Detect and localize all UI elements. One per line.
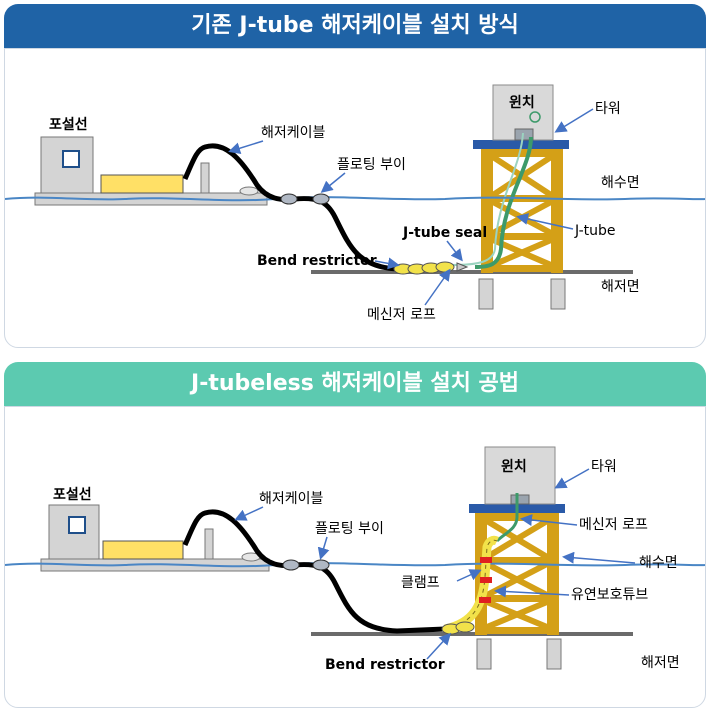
- label-messenger-rope: 메신저 로프: [579, 517, 648, 533]
- label-cable: 해저케이블: [261, 125, 326, 141]
- top-diagram: 포설선 해저케이블 플로팅 부이 윈치 타워 해수면 J-tube seal J…: [5, 84, 705, 323]
- label-buoy: 플로팅 부이: [315, 521, 384, 537]
- floating-buoy-1: [280, 193, 298, 205]
- top-frame: 포설선 해저케이블 플로팅 부이 윈치 타워 해수면 J-tube seal J…: [4, 48, 706, 348]
- bottom-diagram: 포설선 해저케이블 플로팅 부이 윈치 타워 메신저 로프 해수면 클램프 유연…: [5, 446, 705, 673]
- bottom-frame: 포설선 해저케이블 플로팅 부이 윈치 타워 메신저 로프 해수면 클램프 유연…: [4, 406, 706, 708]
- label-vessel: 포설선: [53, 487, 92, 503]
- sea-surface-line: [5, 562, 705, 568]
- label-seabed: 해저면: [601, 279, 640, 295]
- messenger-rope-line: [495, 493, 519, 543]
- label-jtube-seal: J-tube seal: [402, 225, 487, 241]
- label-messenger-rope: 메신저 로프: [367, 307, 436, 323]
- j-tube-seal: [456, 262, 469, 272]
- top-title: 기존 J-tube 해저케이블 설치 방식: [4, 4, 706, 48]
- label-tower: 타워: [595, 101, 621, 117]
- label-bend-restrictor: Bend restrictor: [325, 657, 445, 673]
- label-clamp: 클램프: [401, 575, 440, 591]
- label-cable: 해저케이블: [259, 491, 324, 507]
- label-vessel: 포설선: [49, 117, 88, 133]
- floating-buoy-2: [312, 559, 330, 571]
- clamp-3: [479, 597, 491, 603]
- label-sea-surface: 해수면: [639, 555, 678, 571]
- submarine-cable: [182, 143, 452, 272]
- label-bend-restrictor: Bend restrictor: [257, 253, 377, 269]
- label-jtube: J-tube: [574, 223, 616, 239]
- submarine-cable: [182, 509, 446, 634]
- vessel: [40, 504, 270, 572]
- clamp-1: [480, 557, 492, 563]
- vessel: [34, 136, 268, 206]
- label-tower: 타워: [591, 459, 617, 475]
- messenger-rope-line: [450, 132, 524, 266]
- flexible-protection-tube: [443, 535, 500, 634]
- label-sea-surface: 해수면: [601, 175, 640, 191]
- floating-buoy-2: [312, 193, 330, 205]
- label-buoy: 플로팅 부이: [337, 157, 406, 173]
- callout-arrows: [234, 468, 636, 660]
- callout-arrows: [228, 108, 594, 306]
- bottom-panel: J-tubeless 해저케이블 설치 공법: [4, 362, 706, 708]
- bend-restrictor: [393, 261, 455, 275]
- label-protection-tube: 유연보호튜브: [571, 587, 648, 603]
- floating-buoy-1: [282, 559, 300, 571]
- label-winch: 윈치: [509, 95, 535, 111]
- bend-restrictor: [441, 621, 475, 635]
- label-seabed: 해저면: [641, 655, 680, 671]
- bottom-title: J-tubeless 해저케이블 설치 공법: [4, 362, 706, 406]
- j-tube: [474, 136, 533, 269]
- clamp-2: [480, 577, 492, 583]
- label-winch: 윈치: [501, 459, 527, 475]
- top-panel: 기존 J-tube 해저케이블 설치 방식: [4, 4, 706, 348]
- sea-surface-line: [5, 196, 705, 202]
